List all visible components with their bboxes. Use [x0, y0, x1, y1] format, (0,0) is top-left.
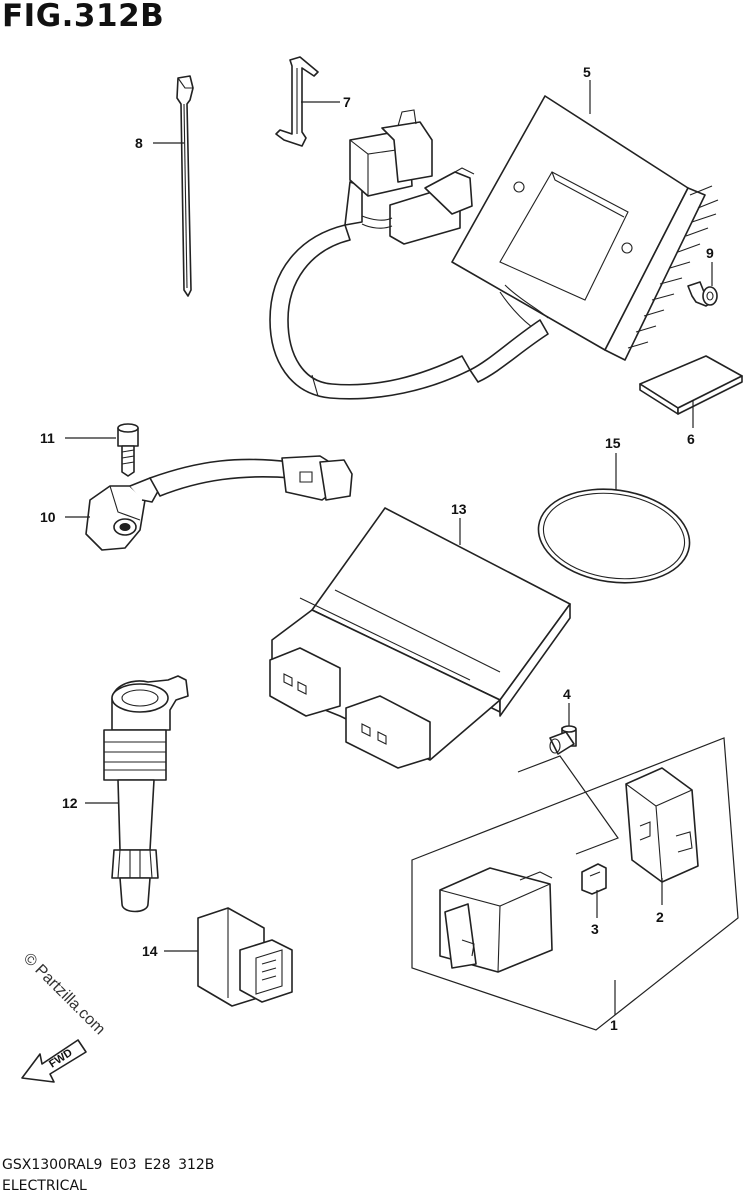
callout-10: 10: [40, 509, 56, 525]
figure-title: FIG.312B: [2, 0, 165, 34]
fwd-arrow-icon: FWD: [21, 1039, 87, 1083]
ignition-coil-part[interactable]: [103, 675, 189, 913]
callout-9: 9: [706, 245, 714, 261]
callout-1: 1: [610, 1017, 618, 1033]
callout-11: 11: [40, 430, 55, 446]
bolt-11-part[interactable]: [117, 423, 139, 477]
callout-7: 7: [343, 94, 351, 110]
fuse-part[interactable]: [581, 863, 607, 895]
callout-12: 12: [62, 795, 78, 811]
relay-assembly-group: [411, 737, 739, 1031]
bolt-9-part[interactable]: [687, 281, 718, 307]
callout-3: 3: [591, 921, 599, 937]
cable-tie-part[interactable]: [176, 75, 194, 297]
callout-2: 2: [656, 909, 664, 925]
callout-4: 4: [563, 686, 571, 702]
model-code: GSX1300RAL9 E03 E28 312B: [2, 1157, 215, 1173]
bolt-4-part[interactable]: [549, 725, 577, 755]
callout-14: 14: [142, 943, 158, 959]
callout-8: 8: [135, 135, 143, 151]
category-label: ELECTRICAL: [2, 1178, 87, 1194]
cushion-pad-part[interactable]: [639, 355, 743, 415]
relay-cover-part[interactable]: [625, 767, 699, 883]
callout-5: 5: [583, 64, 591, 80]
sensor-part[interactable]: [85, 455, 353, 551]
callout-15: 15: [605, 435, 621, 451]
regulator-rectifier-part[interactable]: [269, 95, 719, 400]
callout-6: 6: [687, 431, 695, 447]
clamp-part[interactable]: [275, 56, 319, 147]
o-ring-part[interactable]: [532, 480, 695, 592]
ecu-part[interactable]: [269, 507, 571, 769]
relay-part[interactable]: [439, 867, 553, 973]
callout-13: 13: [451, 501, 467, 517]
connector-part[interactable]: [197, 907, 293, 1007]
